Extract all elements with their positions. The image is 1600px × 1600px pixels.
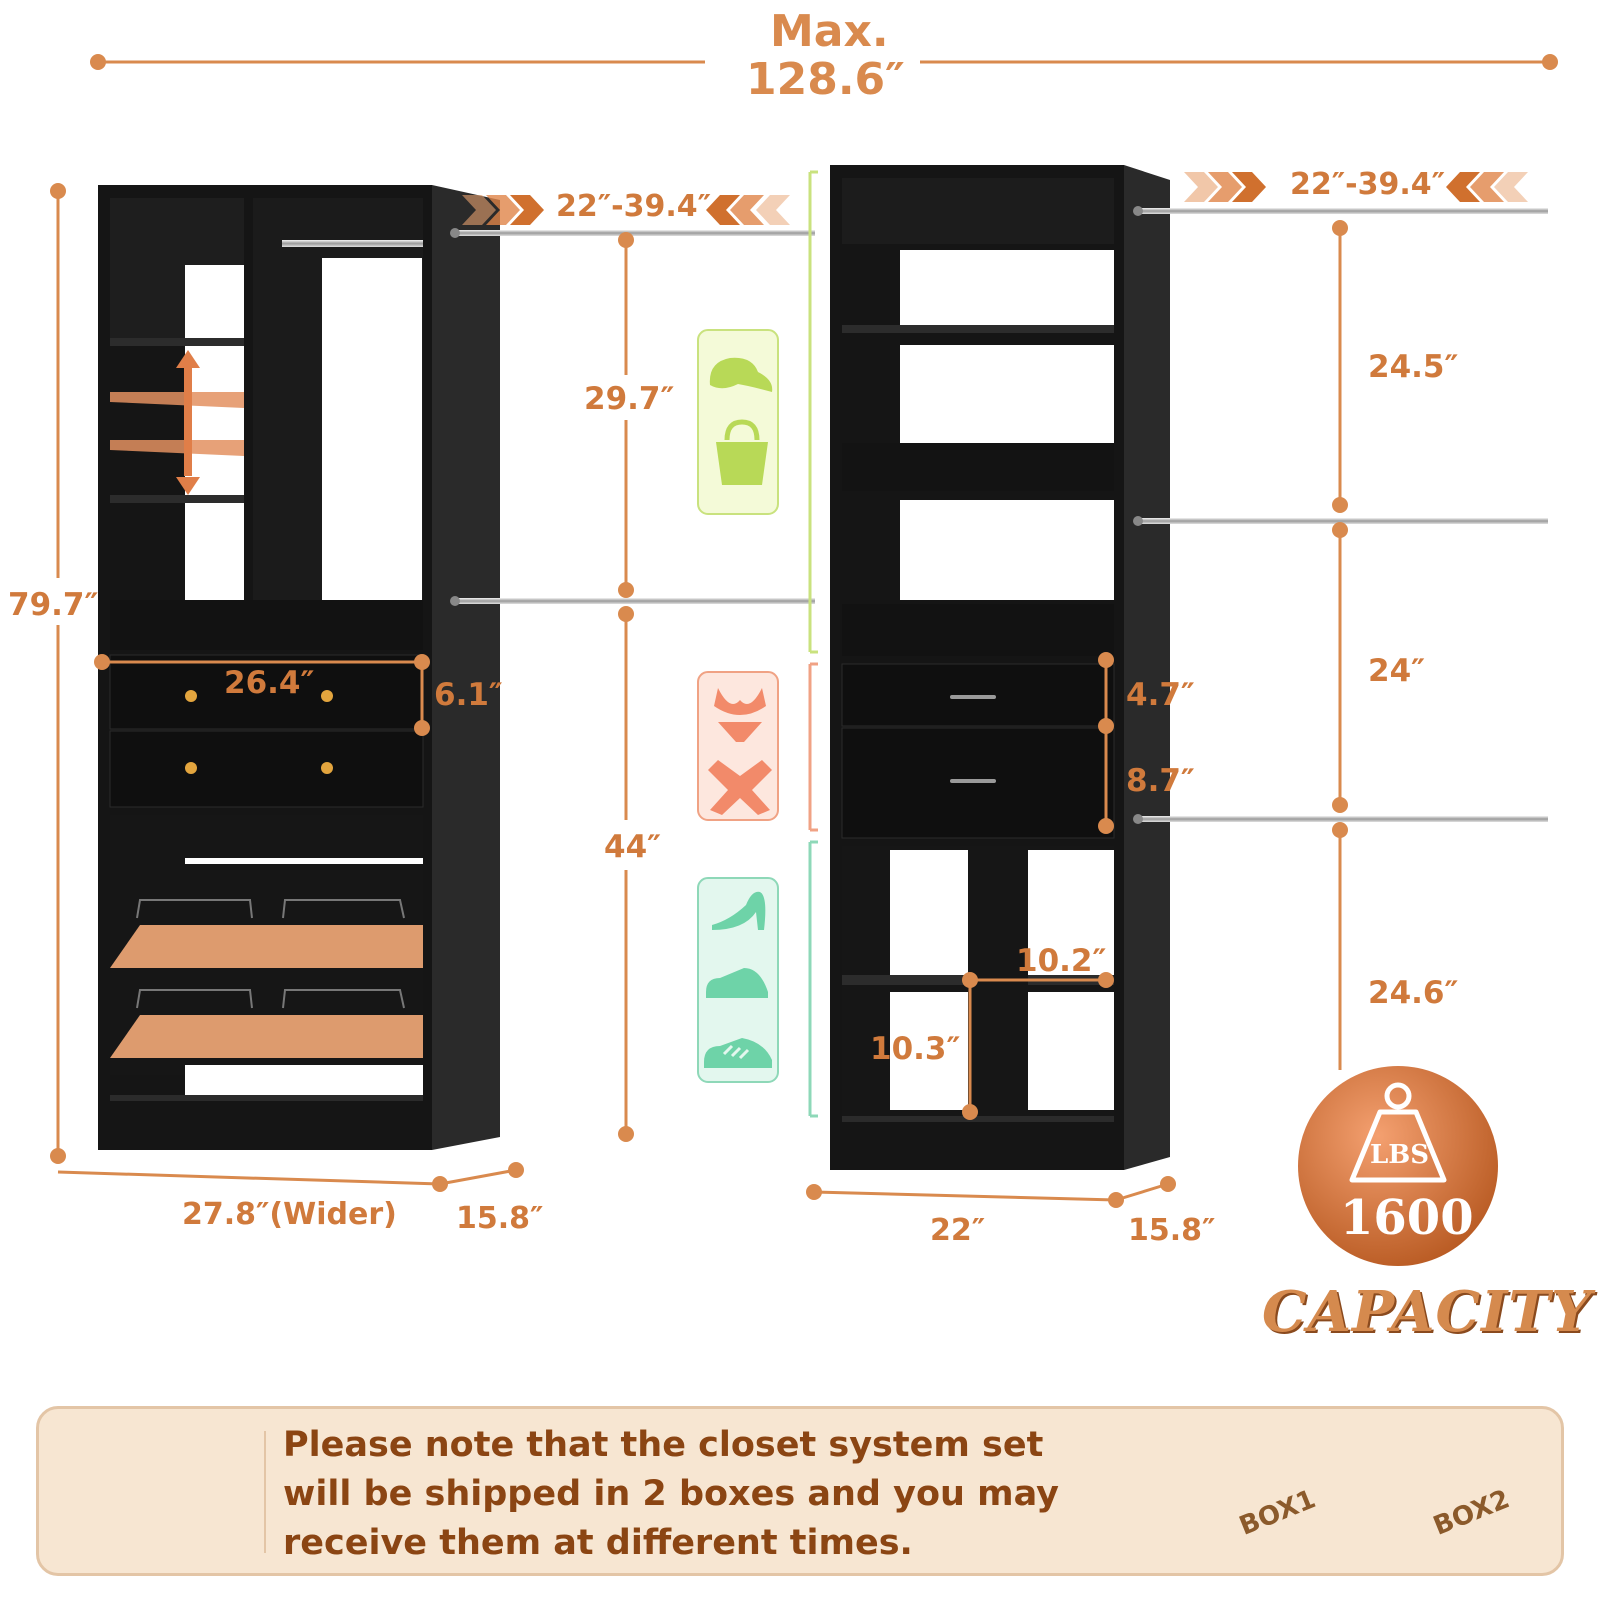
scarf-icon bbox=[708, 760, 772, 815]
right-dimension-lines bbox=[806, 220, 1348, 1208]
weight-icon bbox=[1349, 1082, 1447, 1183]
max-width-line bbox=[90, 54, 1558, 70]
left-height-label: 79.7″ bbox=[8, 587, 99, 623]
right-gap-bottom-label: 24.6″ bbox=[1368, 975, 1459, 1011]
right-cubby-height-label: 10.3″ bbox=[870, 1031, 961, 1067]
right-width-label: 22″ bbox=[930, 1213, 986, 1248]
max-label: Max. bbox=[770, 6, 889, 57]
right-drawer-top-label: 4.7″ bbox=[1126, 677, 1195, 713]
right-rods bbox=[1133, 206, 1548, 824]
right-tower bbox=[830, 165, 1170, 1170]
left-lower-gap-label: 44″ bbox=[604, 829, 661, 865]
left-rod-extension-label: 22″-39.4″ bbox=[556, 189, 712, 224]
dress-shoe-icon bbox=[706, 968, 768, 998]
right-cubby-width-label: 10.2″ bbox=[1016, 943, 1107, 979]
shipping-notice: Please note that the closet system set w… bbox=[36, 1406, 1564, 1576]
capacity-value: 1600 bbox=[1340, 1190, 1474, 1246]
notice-divider bbox=[264, 1431, 266, 1553]
left-width-label: 27.8″(Wider) bbox=[182, 1197, 397, 1232]
right-depth-label: 15.8″ bbox=[1128, 1213, 1216, 1248]
right-rod-chevrons bbox=[1184, 172, 1528, 202]
high-heel-icon bbox=[712, 891, 766, 930]
left-upper-gap-label: 29.7″ bbox=[584, 381, 675, 417]
sneaker-icon bbox=[704, 1038, 772, 1068]
left-drawer-height-label: 6.1″ bbox=[434, 677, 503, 713]
max-value: 128.6″ bbox=[746, 54, 905, 105]
right-gap-middle-label: 24″ bbox=[1368, 653, 1425, 689]
capacity-unit: LBS bbox=[1370, 1140, 1430, 1170]
right-drawer-bottom-label: 8.7″ bbox=[1126, 763, 1195, 799]
bikini-icon bbox=[714, 688, 766, 742]
left-depth-label: 15.8″ bbox=[456, 1201, 544, 1236]
hat-icon bbox=[709, 357, 773, 392]
left-tower bbox=[98, 185, 500, 1150]
right-rod-extension-label: 22″-39.4″ bbox=[1290, 167, 1446, 202]
right-gap-top-label: 24.5″ bbox=[1368, 349, 1459, 385]
left-rods bbox=[450, 228, 815, 606]
left-dimension-lines bbox=[50, 183, 634, 1192]
left-drawer-width-label: 26.4″ bbox=[224, 665, 315, 701]
left-rod-chevrons bbox=[462, 195, 790, 225]
capacity-badge bbox=[1298, 1066, 1498, 1266]
capacity-label: CAPACITY bbox=[1262, 1279, 1592, 1345]
handbag-icon bbox=[716, 419, 768, 485]
notice-text: Please note that the closet system set w… bbox=[283, 1425, 1059, 1563]
